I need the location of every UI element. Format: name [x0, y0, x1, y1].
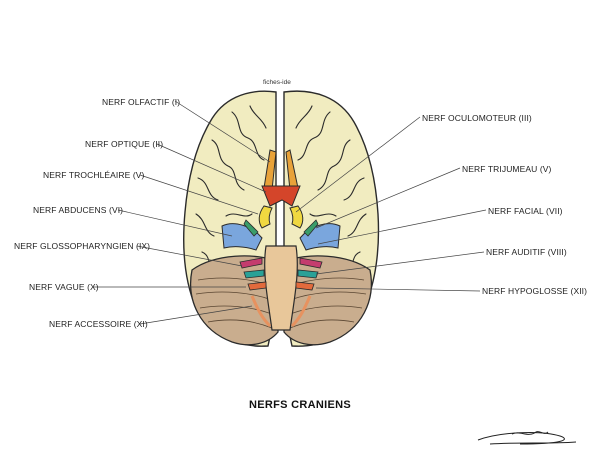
label-vagus: NERF VAGUE (X) — [29, 282, 99, 292]
optic-chiasm — [261, 185, 301, 207]
label-accessory: NERF ACCESSOIRE (XI) — [49, 319, 148, 329]
oculomotor-nerve-left — [258, 205, 273, 229]
brainstem — [264, 245, 298, 331]
facial-nerve-right — [303, 219, 319, 237]
label-optic: NERF OPTIQUE (II) — [85, 139, 164, 149]
credit-text: fiches-ide — [263, 79, 291, 86]
facial-nerve-left — [243, 219, 259, 237]
signature — [477, 431, 577, 445]
label-olfactory: NERF OLFACTIF (I) — [102, 97, 181, 107]
label-hypoglossal: NERF HYPOGLOSSE (XII) — [482, 286, 588, 296]
label-glossopharyngeal: NERF GLOSSOPHARYNGIEN (IX) — [14, 241, 151, 251]
label-oculomotor: NERF OCULOMOTEUR (III) — [422, 113, 532, 123]
pointer-lines — [93, 100, 487, 325]
lower-cranial-nerves — [239, 257, 323, 328]
label-auditory: NERF AUDITIF (VIII) — [486, 247, 567, 257]
figure-title: NERFS CRANIENS — [249, 399, 351, 411]
label-trochlear: NERF TROCHLÉAIRE (V) — [43, 170, 145, 180]
label-facial: NERF FACIAL (VII) — [488, 206, 563, 216]
label-abducens: NERF ABDUCENS (VI) — [33, 205, 124, 215]
oculomotor-nerve-right — [289, 205, 304, 229]
label-trigeminal: NERF TRIJUMEAU (V) — [462, 164, 552, 174]
